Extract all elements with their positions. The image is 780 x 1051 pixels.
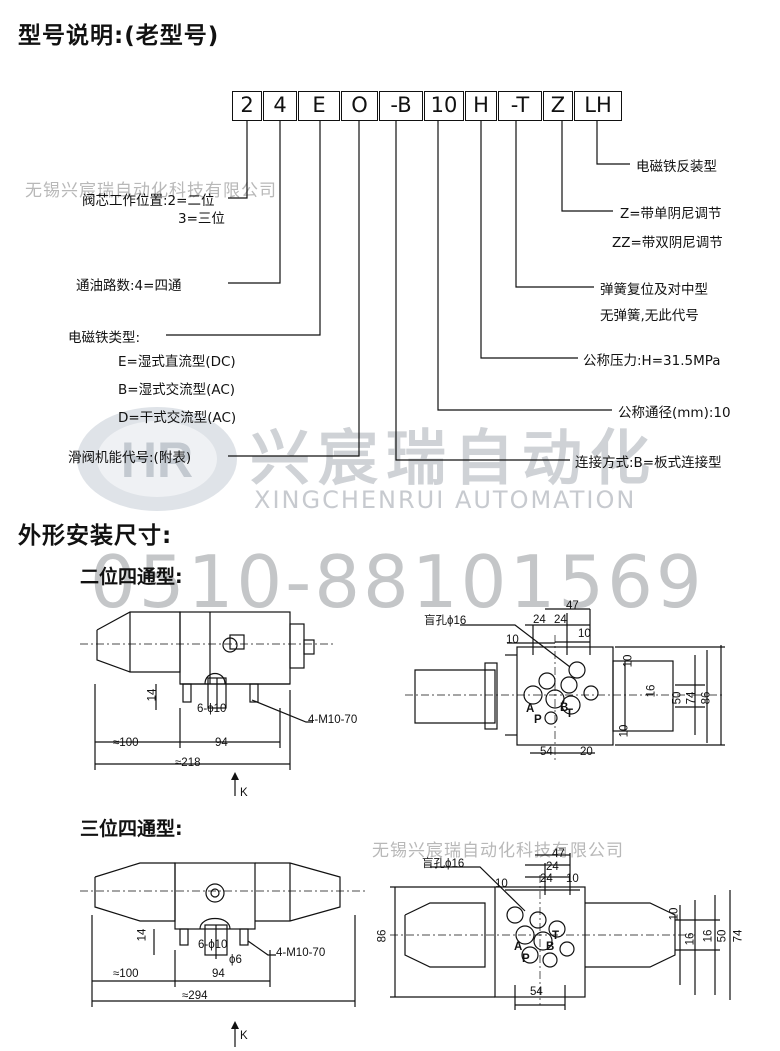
page-title: 型号说明:(老型号) (18, 23, 220, 49)
port3-d16a: 16 (684, 932, 697, 946)
dim-3pos-294: ≈294 (182, 990, 208, 1002)
port3-P: P (522, 953, 530, 965)
code-box-6: 10 (424, 91, 464, 121)
drawing-3pos-port (390, 853, 731, 1010)
port2-d50: 50 (671, 691, 684, 705)
drawing-3pos-front (80, 862, 365, 1047)
label-solenoid-e: E=湿式直流型(DC) (118, 354, 236, 370)
port3-d74: 74 (732, 929, 745, 943)
section-dimensions-title: 外形安装尺寸: (18, 523, 173, 549)
code-box-10: LH (574, 91, 622, 121)
code-box-2: 4 (263, 91, 297, 121)
watermark-company-bottom: 无锡兴宸瑞自动化科技有限公司 (372, 841, 624, 861)
dim-2pos-bolts: 4-M10-70 (308, 714, 358, 726)
watermark-brand-cn: 兴宸瑞自动化 (250, 424, 658, 494)
code-box-3: E (298, 91, 340, 121)
drawing-2pos-front (80, 611, 335, 796)
watermark-brand-en: XINGCHENRUI AUTOMATION (254, 486, 637, 514)
label-spool-position: 阀芯工作位置:2=二位 (82, 193, 215, 209)
port2-d86: 86 (700, 691, 713, 705)
watermark-company-top: 无锡兴宸瑞自动化科技有限公司 (25, 181, 277, 201)
port3-d16b: 16 (702, 929, 715, 943)
label-oil-ways: 通油路数:4=四通 (76, 278, 182, 294)
watermark-logo: HR (77, 407, 237, 511)
port2-d16: 16 (645, 684, 658, 698)
port3-d24a: 24 (546, 861, 559, 873)
port3-d54: 54 (530, 986, 543, 998)
port2-blind-hole: 盲孔ϕ16 (424, 615, 467, 627)
port3-d86: 86 (376, 929, 389, 943)
heading-2pos: 二位四通型: (80, 566, 183, 588)
dim-3pos-bolts: 4-M10-70 (276, 947, 326, 959)
label-damping-zz: ZZ=带双阴尼调节 (612, 235, 723, 251)
dim-2pos-94: 94 (215, 737, 228, 749)
label-spool-position-3: 3=三位 (178, 211, 225, 227)
port2-d47: 47 (566, 600, 579, 612)
port3-blind-hole: 盲孔ϕ16 (422, 858, 465, 870)
drawing-2pos-port (405, 608, 725, 760)
dim-3pos-14: 14 (136, 928, 149, 942)
port2-T: T (566, 708, 574, 720)
view-k-2pos: K (240, 787, 248, 799)
port3-T: T (552, 930, 560, 942)
port2-d24b: 24 (554, 614, 567, 626)
label-nominal-pressure: 公称压力:H=31.5MPa (583, 353, 721, 369)
dim-3pos-phi6: ϕ6 (229, 954, 242, 966)
port2-P: P (534, 714, 542, 726)
dim-2pos-218: ≈218 (175, 757, 201, 769)
port3-d10a: 10 (495, 878, 508, 890)
port3-d10r: 10 (668, 907, 681, 921)
port2-d24a: 24 (533, 614, 546, 626)
port2-B: B (560, 702, 569, 714)
label-spool-function: 滑阀机能代号:(附表) (68, 450, 192, 466)
port2-d10a: 10 (506, 634, 519, 646)
code-leader-lines (166, 121, 630, 461)
port3-d50: 50 (716, 929, 729, 943)
port3-d47: 47 (552, 848, 565, 860)
label-damping-z: Z=带单阴尼调节 (620, 206, 722, 222)
port2-d10r: 10 (622, 654, 635, 668)
watermark-phone: 0510-88101569 (90, 540, 705, 624)
code-box-9: Z (543, 91, 573, 121)
dim-2pos-6phi10: 6-ϕ10 (197, 703, 227, 715)
port3-d24b: 24 (540, 873, 553, 885)
label-solenoid-reverse: 电磁铁反装型 (636, 159, 717, 175)
label-no-spring: 无弹簧,无此代号 (600, 308, 699, 324)
dim-2pos-100: ≈100 (113, 737, 139, 749)
port3-A: A (514, 941, 523, 953)
view-k-3pos: K (240, 1030, 248, 1042)
port2-d74: 74 (685, 691, 698, 705)
label-solenoid-b: B=湿式交流型(AC) (118, 382, 236, 398)
label-solenoid-d: D=干式交流型(AC) (118, 410, 237, 426)
label-connection: 连接方式:B=板式连接型 (575, 455, 722, 471)
label-nominal-diameter: 公称通径(mm):10 (618, 405, 731, 421)
label-solenoid-type: 电磁铁类型: (68, 330, 141, 346)
port2-d54: 54 (540, 746, 553, 758)
dim-2pos-14: 14 (146, 688, 159, 702)
heading-3pos: 三位四通型: (80, 818, 183, 840)
code-box-8: -T (498, 91, 542, 121)
code-box-4: O (341, 91, 378, 121)
dim-3pos-100: ≈100 (113, 968, 139, 980)
code-box-7: H (465, 91, 497, 121)
code-box-5: -B (379, 91, 423, 121)
port3-B: B (546, 941, 555, 953)
dim-3pos-94: 94 (212, 968, 225, 980)
port2-d20: 20 (580, 746, 593, 758)
port2-A: A (526, 703, 535, 715)
dim-3pos-6phi10: 6-ϕ10 (198, 939, 228, 951)
port3-d10b: 10 (566, 873, 579, 885)
port2-d10bot: 10 (618, 724, 631, 738)
port2-d10b: 10 (578, 628, 591, 640)
label-spring-return: 弹簧复位及对中型 (600, 282, 708, 298)
svg-text:HR: HR (121, 432, 193, 488)
code-box-1: 2 (232, 91, 262, 121)
